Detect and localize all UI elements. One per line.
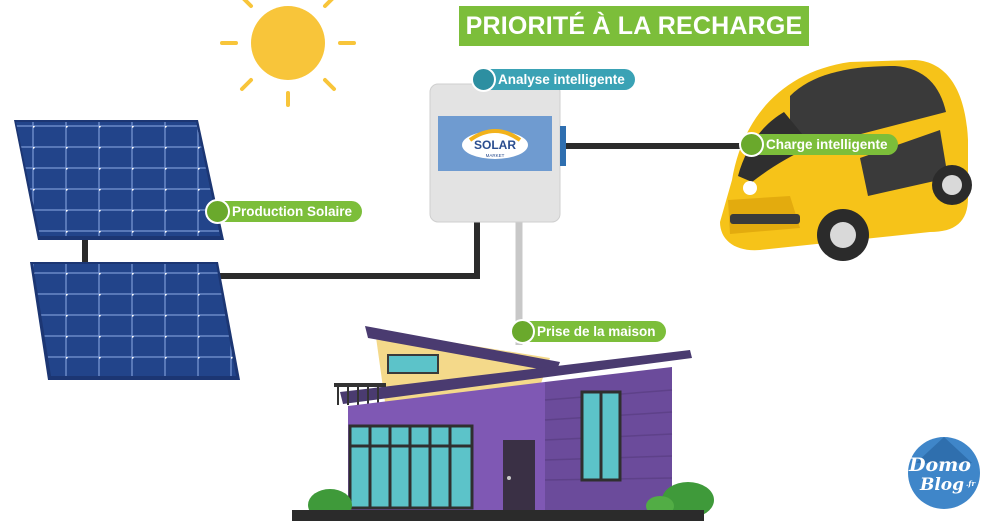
watermark-tld: .fr <box>966 479 976 488</box>
label-analyse-intelligente: Analyse intelligente <box>471 67 635 92</box>
label-text: Production Solaire <box>232 204 353 219</box>
label-charge-intelligente: Charge intelligente <box>739 132 898 157</box>
label-prise-de-la-maison: Prise de la maison <box>510 319 666 344</box>
domoblog-logo-icon: Domo Blog .fr <box>908 437 980 509</box>
label-text: Prise de la maison <box>537 324 656 339</box>
label-dot-icon <box>510 319 535 344</box>
page-title: PRIORITÉ À LA RECHARGE <box>459 6 809 46</box>
label-dot-icon <box>205 199 230 224</box>
label-production-solaire: Production Solaire <box>205 199 363 224</box>
inverter-brand: SOLAR <box>474 138 516 152</box>
electric-car-icon <box>720 60 972 261</box>
inverter-icon: SOLAR MARKET <box>429 83 566 223</box>
label-text: Charge intelligente <box>766 137 888 152</box>
sun-icon <box>220 0 356 107</box>
watermark-line2: Blog <box>919 475 964 495</box>
house-icon <box>292 326 714 521</box>
label-dot-icon <box>739 132 764 157</box>
label-dot-icon <box>471 67 496 92</box>
inverter-sub: MARKET <box>486 153 505 158</box>
solar-panel-icon <box>14 120 240 380</box>
watermark-line1: Domo <box>908 454 971 476</box>
label-text: Analyse intelligente <box>498 72 625 87</box>
